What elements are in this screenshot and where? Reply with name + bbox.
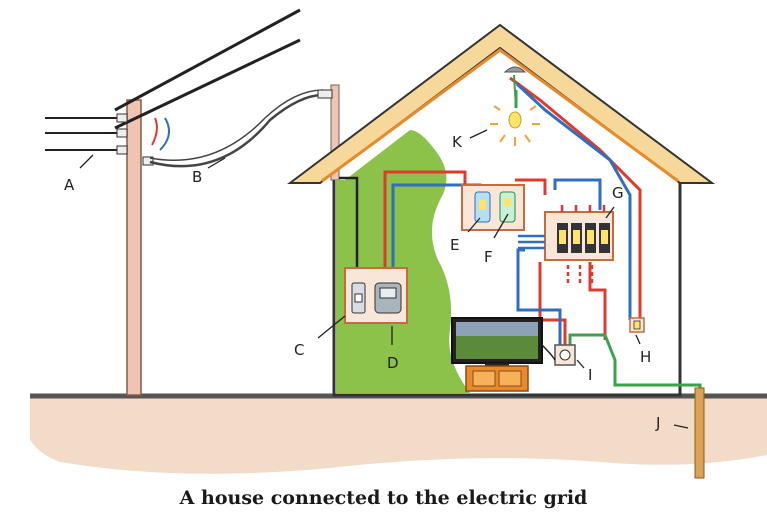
distribution-board bbox=[518, 205, 614, 285]
main-switch-box bbox=[461, 184, 525, 231]
earth-electrode bbox=[694, 387, 705, 479]
roof bbox=[287, 23, 716, 184]
label-g: G bbox=[612, 184, 624, 202]
label-j: J bbox=[655, 414, 660, 432]
label-b: B bbox=[192, 168, 202, 186]
television bbox=[451, 317, 556, 367]
label-a: A bbox=[64, 176, 75, 194]
power-socket bbox=[554, 344, 576, 366]
label-k: K bbox=[452, 133, 463, 151]
light-switch bbox=[629, 317, 645, 333]
label-d: D bbox=[387, 354, 399, 372]
earth-wire bbox=[568, 333, 702, 395]
label-c: C bbox=[294, 341, 304, 359]
tv-cabinet bbox=[465, 365, 529, 392]
label-e: E bbox=[450, 236, 459, 254]
live-wires bbox=[383, 76, 642, 345]
label-f: F bbox=[484, 248, 493, 266]
label-i: I bbox=[588, 366, 592, 384]
green-wall bbox=[336, 130, 470, 393]
light-bulb bbox=[490, 66, 540, 146]
utility-pole bbox=[45, 8, 301, 396]
ground bbox=[30, 395, 767, 474]
label-h: H bbox=[640, 348, 651, 366]
electric-grid-diagram: A B C D E F G H I J K bbox=[30, 8, 767, 479]
main-switch bbox=[499, 191, 516, 223]
figure-caption: A house connected to the electric grid bbox=[179, 487, 588, 509]
service-drop-cable bbox=[149, 93, 324, 168]
meter-box bbox=[344, 267, 408, 324]
